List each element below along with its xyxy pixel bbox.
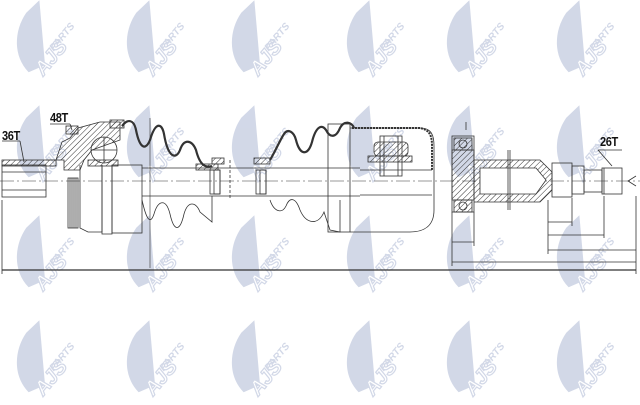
ajs-parts-watermark: AJS PARTS [540,105,620,186]
ajs-parts-watermark: AJS PARTS [330,215,410,296]
ajs-logo-icon: AJS PARTS [556,0,617,81]
ajs-logo-icon: AJS PARTS [446,0,507,81]
spline-count-label-36t: 36T [2,128,20,143]
spline-count-label-26t: 26T [600,134,618,149]
ajs-parts-watermark: AJS PARTS [110,105,190,186]
ajs-parts-watermark: AJS PARTS [330,320,410,401]
ajs-parts-watermark: AJS PARTS [0,320,80,401]
ajs-logo-icon: AJS PARTS [126,320,187,401]
ajs-logo-icon: AJS PARTS [126,105,187,186]
ajs-parts-watermark: AJS PARTS [215,215,295,296]
ajs-parts-watermark: AJS PARTS [0,215,80,296]
ajs-logo-icon: AJS PARTS [16,215,77,296]
ajs-logo-icon: AJS PARTS [446,320,507,401]
ajs-logo-icon: AJS PARTS [346,0,407,81]
ajs-logo-icon: AJS PARTS [16,320,77,401]
ajs-logo-icon: AJS PARTS [446,215,507,296]
ajs-parts-watermark: AJS PARTS [540,320,620,401]
ajs-parts-watermark: AJS PARTS [215,320,295,401]
ajs-logo-icon: AJS PARTS [556,215,617,296]
ajs-parts-watermark: AJS PARTS [430,215,510,296]
ajs-parts-watermark: AJS PARTS [110,320,190,401]
ajs-parts-watermark: AJS PARTS [110,215,190,296]
abs-ring-label-48t: 48T [50,110,68,125]
ajs-logo-icon: AJS PARTS [231,0,292,81]
ajs-parts-watermark: AJS PARTS [430,0,510,81]
ajs-parts-watermark: AJS PARTS [540,0,620,81]
ajs-logo-icon: AJS PARTS [231,320,292,401]
ajs-parts-watermark: AJS PARTS [540,215,620,296]
ajs-logo-icon: AJS PARTS [16,0,77,81]
ajs-logo-icon: AJS PARTS [126,0,187,81]
ajs-logo-icon: AJS PARTS [346,320,407,401]
ajs-logo-icon: AJS PARTS [556,320,617,401]
ajs-logo-icon: AJS PARTS [556,105,617,186]
ajs-logo-icon: AJS PARTS [126,215,187,296]
ajs-parts-watermark: AJS PARTS [215,0,295,81]
ajs-logo-icon: AJS PARTS [346,215,407,296]
ajs-parts-watermark: AJS PARTS [430,320,510,401]
ajs-parts-watermark: AJS PARTS [110,0,190,81]
ajs-parts-watermark: AJS PARTS [330,0,410,81]
ajs-parts-watermark: AJS PARTS [0,0,80,81]
ajs-logo-icon: AJS PARTS [231,215,292,296]
